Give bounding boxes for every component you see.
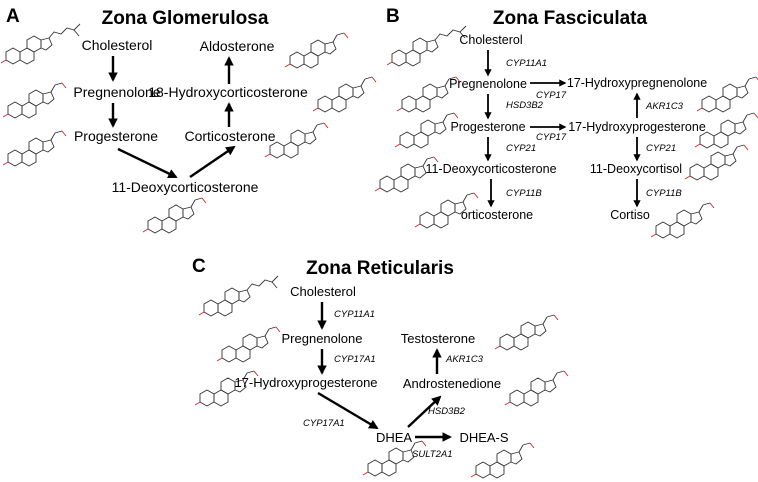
androstenedione-structure [504, 370, 569, 407]
panel-b: B Zona Fasciculata Cholesterol Pregnenol… [374, 6, 758, 239]
arrow-progesterone-doc [117, 147, 178, 179]
node-aldosterone: Aldosterone [200, 38, 275, 54]
enzyme-label: SULT2A1 [412, 449, 452, 460]
node-androstenedione: Androstenedione [403, 376, 501, 391]
node-pregnenolone: Pregnenolone [73, 84, 160, 100]
node-11-deoxycorticosterone: 11-Deoxycorticosterone [112, 179, 259, 195]
node-dhea: DHEA [376, 430, 412, 445]
node-cholesterol: Cholesterol [82, 37, 153, 53]
node-17-hydroxyprogesterone: 17-Hydroxyprogesterone [234, 375, 377, 390]
deoxycortisol-structure [684, 144, 749, 181]
node-17-hydroxypregnenolone: 17-Hydroxypregnenolone [567, 76, 707, 90]
dhea-s-structure [470, 442, 535, 479]
enzyme-label: CYP11B [506, 188, 542, 199]
enzyme-label: AKR1C3 [645, 101, 684, 112]
panel-title: Zona Fasciculata [493, 8, 648, 29]
progesterone-structure [2, 130, 67, 167]
node-dhea-s: DHEA-S [459, 430, 508, 445]
enzyme-label: HSD3B2 [506, 100, 544, 111]
node-corticosterone: Corticosterone [184, 128, 275, 144]
cholesterol-structure [386, 25, 467, 67]
node-11-deoxycortisol: 11-Deoxycortisol [590, 162, 682, 176]
doc-structure [142, 197, 207, 234]
node-progesterone: Progesterone [450, 120, 525, 134]
node-progesterone: Progesterone [74, 128, 158, 144]
aldosterone-structure [284, 32, 349, 69]
node-11-deoxycorticosterone: 11-Deoxycorticosterone [425, 162, 556, 176]
node-cholesterol: Cholesterol [459, 33, 522, 47]
panel-c: C Zona Reticularis Cholesterol Pregnenol… [192, 256, 569, 479]
panel-a: A Zona Glomerulosa Cholesterol Pregnenol… [0, 6, 377, 234]
testosterone-structure [494, 314, 559, 351]
cholesterol-structure [0, 23, 81, 65]
arrow-ohprog-dhea [317, 391, 379, 430]
enzyme-label: CYP17 [536, 132, 567, 143]
progesterone-structure [394, 112, 459, 149]
enzyme-label: CYP11A1 [506, 58, 547, 69]
node-17-hydroxyprogesterone: 17-Hydroxyprogesterone [568, 120, 706, 134]
enzyme-label: CYP21 [646, 143, 676, 154]
enzyme-label: CYP17A1 [334, 354, 376, 365]
arrow-doc-corticosterone [189, 145, 236, 178]
arrow-dhea-androstenedione [407, 395, 442, 428]
panel-letter: C [192, 256, 206, 277]
enzyme-label: CYP21 [506, 143, 536, 154]
panel-title: Zona Reticularis [306, 258, 454, 279]
cholesterol-structure [198, 275, 279, 317]
pregnenolone-structure [2, 82, 67, 119]
pregnenolone-structure [216, 326, 281, 363]
cortisol-structure [650, 202, 715, 239]
node-testosterone: Testosterone [401, 331, 475, 346]
enzyme-label: CYP17 [536, 90, 567, 101]
node-pregnenolone: Pregnenolone [282, 331, 363, 346]
node-18-hydroxycorticosterone: 18-Hydroxycorticosterone [148, 84, 308, 100]
panel-letter: A [6, 6, 20, 27]
enzyme-label: CYP11A1 [334, 309, 375, 320]
panel-letter: B [386, 6, 400, 27]
enzyme-label: CYP17A1 [303, 418, 345, 429]
enzyme-label: AKR1C3 [445, 354, 484, 365]
node-pregnenolone: Pregnenolone [449, 77, 527, 91]
node-cholesterol: Cholesterol [290, 284, 356, 299]
node-corticosterone: orticosterone [461, 208, 533, 222]
enzyme-label: CYP11B [646, 188, 682, 199]
hydroxycort-structure [312, 76, 377, 113]
panel-title: Zona Glomerulosa [102, 8, 269, 29]
node-cortisol: Cortiso [610, 208, 650, 222]
enzyme-label: HSD3B2 [428, 406, 466, 417]
